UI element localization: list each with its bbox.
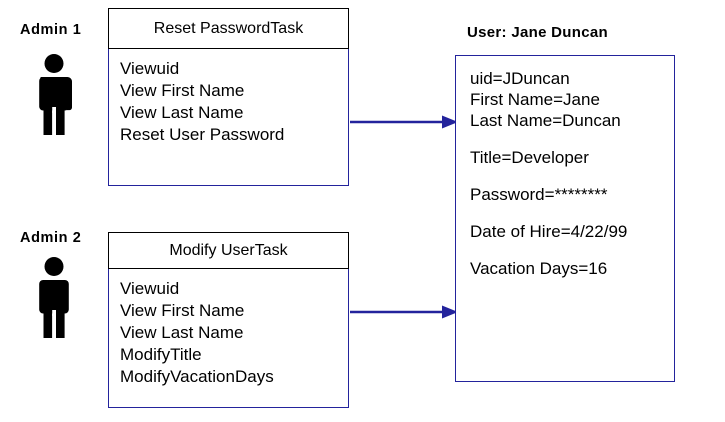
- task-item: View Last Name: [120, 323, 244, 342]
- actor-label-admin-2: Admin 2: [20, 230, 82, 246]
- task-box-reset-password: Reset PasswordTask Viewuid View First Na…: [108, 8, 349, 186]
- user-attribute: uid=JDuncan: [470, 69, 570, 88]
- user-attribute: Date of Hire=4/22/99: [470, 222, 628, 241]
- user-attribute: Last Name=Duncan: [470, 111, 621, 130]
- user-attributes-panel: uid=JDuncan First Name=Jane Last Name=Du…: [455, 55, 675, 382]
- task-item-list-modify-user: Viewuid View First Name View Last Name M…: [108, 269, 349, 408]
- attribute-spacer: [470, 131, 674, 147]
- actor-label-admin-1: Admin 1: [20, 22, 82, 38]
- user-attribute: Password=********: [470, 185, 608, 204]
- task-title-modify-user: Modify UserTask: [108, 232, 349, 269]
- person-icon: [32, 53, 76, 135]
- attribute-spacer: [470, 242, 674, 258]
- person-icon: [32, 256, 76, 338]
- task-item: View First Name: [120, 81, 245, 100]
- user-panel-title: User: Jane Duncan: [467, 24, 608, 41]
- task-title-reset-password: Reset PasswordTask: [108, 8, 349, 49]
- task-item-list-reset-password: Viewuid View First Name View Last Name R…: [108, 49, 349, 186]
- arrow-modify-user-to-user: [350, 305, 458, 319]
- user-attribute: Vacation Days=16: [470, 259, 608, 278]
- user-attribute: First Name=Jane: [470, 90, 600, 109]
- task-item: View Last Name: [120, 103, 244, 122]
- arrow-reset-password-to-user: [350, 115, 458, 129]
- attribute-spacer: [470, 205, 674, 221]
- task-item: Viewuid: [120, 59, 180, 78]
- task-item: View First Name: [120, 301, 245, 320]
- task-item: Reset User Password: [120, 125, 285, 144]
- user-attribute: Title=Developer: [470, 148, 589, 167]
- task-item: ModifyVacationDays: [120, 367, 274, 386]
- task-item: Viewuid: [120, 279, 180, 298]
- task-item: ModifyTitle: [120, 345, 202, 364]
- task-box-modify-user: Modify UserTask Viewuid View First Name …: [108, 232, 349, 408]
- attribute-spacer: [470, 168, 674, 184]
